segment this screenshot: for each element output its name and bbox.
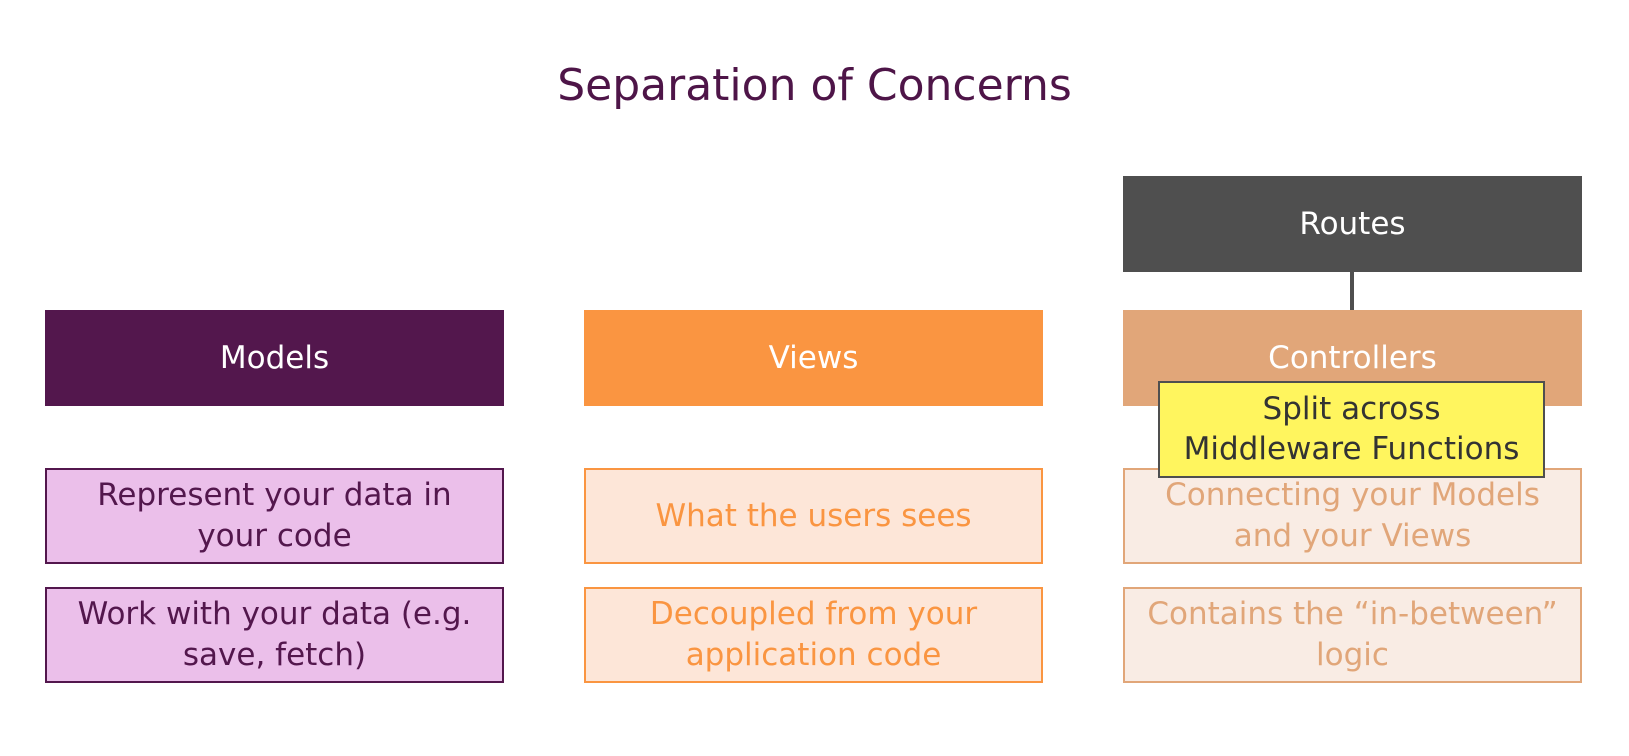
views-header: Views xyxy=(584,310,1043,406)
views-detail-1-text: What the users sees xyxy=(655,497,972,534)
middleware-note-line-1: Split across xyxy=(1262,390,1441,427)
views-detail-2-text: Decoupled from your application code xyxy=(649,596,978,673)
page-title: Separation of Concerns xyxy=(557,60,1072,111)
controllers-detail-1: Connecting your Models and your Views xyxy=(1123,468,1582,564)
routes-box: Routes xyxy=(1123,176,1582,272)
controllers-detail-2: Contains the “in-between” logic xyxy=(1123,587,1582,683)
models-header-label: Models xyxy=(219,339,330,376)
models-detail-2-text: Work with your data (e.g. save, fetch) xyxy=(77,596,472,673)
middleware-note-line-2: Middleware Functions xyxy=(1183,430,1520,467)
models-detail-1: Represent your data in your code xyxy=(45,468,504,564)
views-detail-2: Decoupled from your application code xyxy=(584,587,1043,683)
controllers-detail-1-text: Connecting your Models and your Views xyxy=(1165,477,1540,554)
models-header: Models xyxy=(45,310,504,406)
controllers-header-label: Controllers xyxy=(1268,339,1437,376)
views-header-label: Views xyxy=(768,339,859,376)
models-detail-2: Work with your data (e.g. save, fetch) xyxy=(45,587,504,683)
models-detail-1-text: Represent your data in your code xyxy=(97,477,452,554)
routes-label: Routes xyxy=(1299,205,1406,242)
views-detail-1: What the users sees xyxy=(584,468,1043,564)
routes-controllers-connector xyxy=(1350,272,1354,310)
controllers-detail-2-text: Contains the “in-between” logic xyxy=(1147,596,1558,673)
middleware-note: Split across Middleware Functions xyxy=(1158,381,1545,478)
